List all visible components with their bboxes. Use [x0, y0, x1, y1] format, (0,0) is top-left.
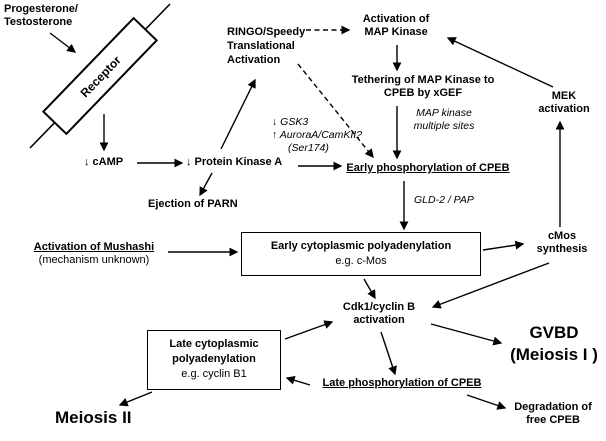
mushashi-line2: (mechanism unknown)	[38, 254, 150, 266]
sites-line2: multiple sites	[413, 120, 475, 132]
late-phosphorylation-cpeb-label: Late phosphorylation of CPEB	[322, 377, 482, 389]
mek-line1: MEK	[551, 90, 577, 102]
arrow-latephospho-to-degradation	[466, 394, 507, 410]
arrow-latebox-to-cdk1	[284, 320, 334, 340]
cmos-line1: cMos	[547, 230, 577, 242]
arrow-cdk1-to-gvbd	[430, 323, 503, 346]
cdk1-line2: activation	[353, 314, 405, 326]
arrow-cmos-to-cdk1	[431, 262, 550, 309]
mek-line2: activation	[538, 103, 590, 115]
cmos-line2: synthesis	[536, 243, 588, 255]
early-box-line1: Early cytoplasmic polyadenylation	[270, 240, 452, 252]
ringo-line2: Translational	[227, 40, 295, 52]
early-box-line2: e.g. c-Mos	[335, 255, 387, 267]
map-kinase-line2: MAP Kinase	[364, 26, 428, 38]
tethering-line2: CPEB by xGEF	[383, 87, 463, 99]
arrow-progesterone-to-receptor	[49, 32, 77, 53]
ejection-of-parn-label: Ejection of PARN	[148, 198, 238, 210]
protein-kinase-a-label: ↓ Protein Kinase A	[186, 156, 283, 168]
arrow-cdk1-to-latephospho	[380, 331, 397, 376]
degradation-line1: Degradation of	[514, 401, 592, 413]
kinase-notes-label: ↓ GSK3 ↑ AuroraA/CamKII? (Ser174)	[272, 116, 362, 155]
arrow-latebox-to-meiosis2	[118, 391, 153, 407]
arrow-earlybox-to-cdk1	[363, 278, 376, 300]
ringo-line3: Activation	[227, 54, 281, 66]
degradation-line2: free CPEB	[526, 414, 580, 426]
early-cytoplasmic-polyadenylation-box: Early cytoplasmic polyadenylation e.g. c…	[241, 232, 481, 276]
map-kinase-line1: Activation of	[362, 13, 430, 25]
mushashi-line1: Activation of Mushashi	[33, 241, 155, 253]
gld2-pap-label: GLD-2 / PAP	[414, 194, 474, 206]
gvbd-line2: (Meiosis I )	[510, 345, 598, 364]
arrow-latephospho-to-latebox	[285, 375, 311, 386]
gvbd-line1: GVBD	[529, 323, 579, 342]
activation-of-mushashi-label: Activation of Mushashi (mechanism unknow…	[24, 241, 164, 267]
cmos-synthesis-label: cMos synthesis	[526, 230, 598, 256]
arrow-mek-to-mapkinase	[446, 37, 554, 88]
kinase-notes-line1: ↓ GSK3	[272, 116, 309, 128]
map-kinase-multiple-sites-label: MAP kinase multiple sites	[398, 107, 490, 133]
arrow-pka-to-parn	[199, 172, 213, 197]
camp-label: ↓ cAMP	[84, 156, 124, 168]
tethering-line1: Tethering of MAP Kinase to	[351, 74, 495, 86]
arrow-ringo-to-earlyphospho-dashed	[297, 63, 374, 159]
late-box-line3: e.g. cyclin B1	[181, 368, 247, 380]
kinase-notes-line2: ↑ AuroraA/CamKII?	[272, 129, 363, 141]
receptor-box	[41, 16, 159, 136]
tethering-xgef-label: Tethering of MAP Kinase to CPEB by xGEF	[338, 74, 508, 100]
arrow-earlybox-to-cmos	[482, 240, 525, 251]
map-kinase-activation-label: Activation of MAP Kinase	[352, 13, 440, 39]
sites-line1: MAP kinase	[416, 107, 472, 119]
cdk1-cyclin-b-activation-label: Cdk1/cyclin B activation	[329, 301, 429, 327]
early-phosphorylation-cpeb-label: Early phosphorylation of CPEB	[346, 162, 510, 174]
late-box-line1: Late cytoplasmic	[169, 338, 259, 350]
mek-activation-label: MEK activation	[528, 90, 600, 116]
late-box-line2: polyadenylation	[172, 353, 256, 365]
progesterone-line1: Progesterone/	[4, 3, 78, 15]
kinase-notes-line3: (Ser174)	[288, 142, 329, 154]
ringo-speedy-label: RINGO/Speedy Translational Activation	[227, 25, 305, 67]
ringo-line1: RINGO/Speedy	[227, 26, 306, 38]
progesterone-testosterone-label: Progesterone/ Testosterone	[4, 3, 78, 29]
meiosis-ii-label: Meiosis II	[55, 408, 132, 427]
gvbd-meiosis-i-label: GVBD (Meiosis I )	[503, 322, 605, 366]
degradation-free-cpeb-label: Degradation of free CPEB	[503, 401, 603, 427]
cdk1-line1: Cdk1/cyclin B	[342, 301, 416, 313]
arrow-pka-to-ringo	[220, 78, 256, 150]
late-cytoplasmic-polyadenylation-box: Late cytoplasmic polyadenylation e.g. cy…	[147, 330, 281, 390]
progesterone-line2: Testosterone	[4, 16, 73, 28]
